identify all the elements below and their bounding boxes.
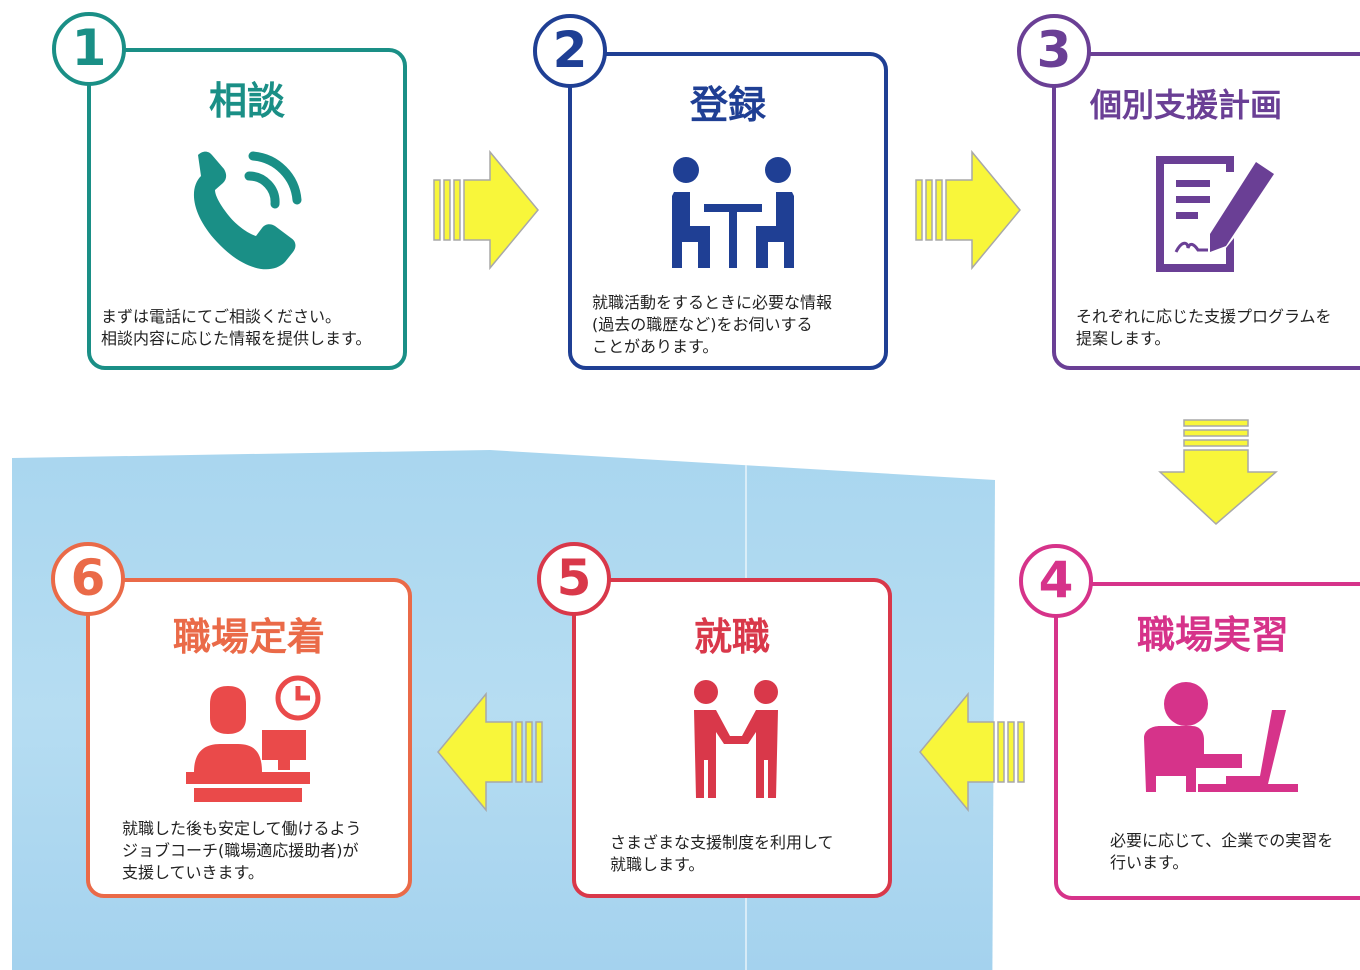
- meeting-icon: [672, 157, 794, 268]
- step-number-1: 1: [52, 12, 126, 86]
- step-description: それぞれに応じた支援プログラムを 提案します。: [1076, 307, 1332, 348]
- arrow-right-1-to-2: [433, 149, 539, 271]
- step-description: まずは電話にてご相談ください。 相談内容に応じた情報を提供します。: [101, 307, 372, 348]
- step-number-2: 2: [533, 14, 607, 88]
- step-title: 登録: [689, 83, 766, 127]
- step-description: 就職した後も安定して働けるよう ジョブコーチ(職場適応援助者)が 支援していきま…: [122, 819, 362, 882]
- step-number-3: 3: [1017, 14, 1091, 88]
- step-card-5: 就職 さまざまな支援制度を利用して 就職します。: [572, 578, 892, 898]
- step-description: 必要に応じて、企業での実習を 行います。: [1110, 831, 1334, 872]
- step-card-4: 職場実習 必要に応じて、企業での実習を 行います。: [1054, 582, 1360, 900]
- phone-icon: [193, 151, 302, 270]
- step-title: 相談: [208, 79, 285, 123]
- step-title: 職場実習: [1136, 613, 1289, 657]
- step-number-6: 6: [51, 542, 125, 616]
- step-title: 就職: [693, 615, 770, 659]
- step-number-4: 4: [1019, 544, 1093, 618]
- step-card-3: 個別支援計画 それぞれに応じた支援プログラムを 提案します。: [1052, 52, 1360, 370]
- arrow-down-3-to-4: [1158, 419, 1279, 526]
- step-description: 就職活動をするときに必要な情報 (過去の職歴など)をお伺いする ことがあります。: [592, 293, 833, 356]
- arrow-left-4-to-5: [919, 691, 1025, 813]
- handshake-icon: [694, 680, 778, 798]
- step-description: さまざまな支援制度を利用して 就職します。: [610, 833, 834, 874]
- step-title: 職場定着: [172, 615, 325, 659]
- laptop-worker-icon: [1144, 682, 1298, 792]
- arrow-left-5-to-6: [437, 691, 543, 813]
- step-number-5: 5: [537, 542, 611, 616]
- arrow-right-2-to-3: [915, 149, 1021, 271]
- step-card-1: 相談 まずは電話にてご相談ください。 相談内容に応じた情報を提供します。: [87, 48, 407, 370]
- document-signing-icon: [1156, 156, 1274, 272]
- step-card-2: 登録 就職活動をするときに必要な情報 (過去の職歴など)をお伺いする ことがあり…: [568, 52, 888, 370]
- office-worker-icon: [186, 675, 321, 802]
- step-card-6: 職場定着 就職した後も安定して働けるよう ジョブコーチ(職場適応援助者)が 支援…: [86, 578, 412, 898]
- step-title: 個別支援計画: [1089, 86, 1282, 124]
